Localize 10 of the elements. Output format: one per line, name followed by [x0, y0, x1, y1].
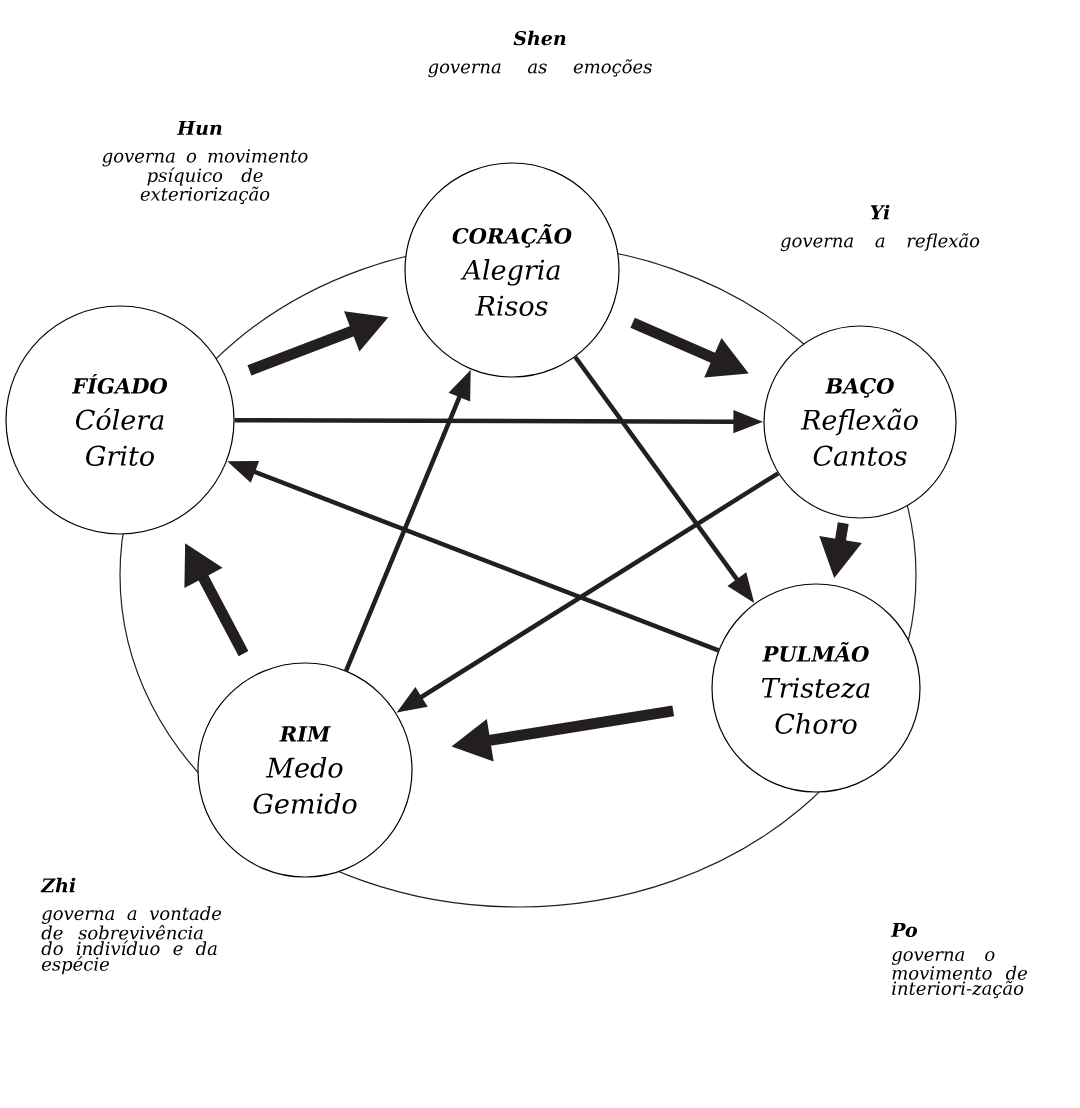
description-text: governa a vontade de sobrevivência do indivíduo e da espécie	[41, 906, 222, 975]
spirit-name: Yi	[870, 204, 890, 220]
spirit-name: Zhi	[40, 877, 76, 893]
spirit-name: Po	[890, 922, 918, 938]
description-text: governa o movimento psíquico de exteriorização	[102, 149, 308, 205]
spirit-name: Hun	[176, 120, 222, 136]
spirit-name: Shen	[513, 30, 566, 46]
description-text: governa a reflexão	[780, 233, 980, 252]
description-text: governa as emoções	[428, 59, 652, 78]
description-text: governa o movimento de interiori-zação	[891, 951, 1027, 999]
